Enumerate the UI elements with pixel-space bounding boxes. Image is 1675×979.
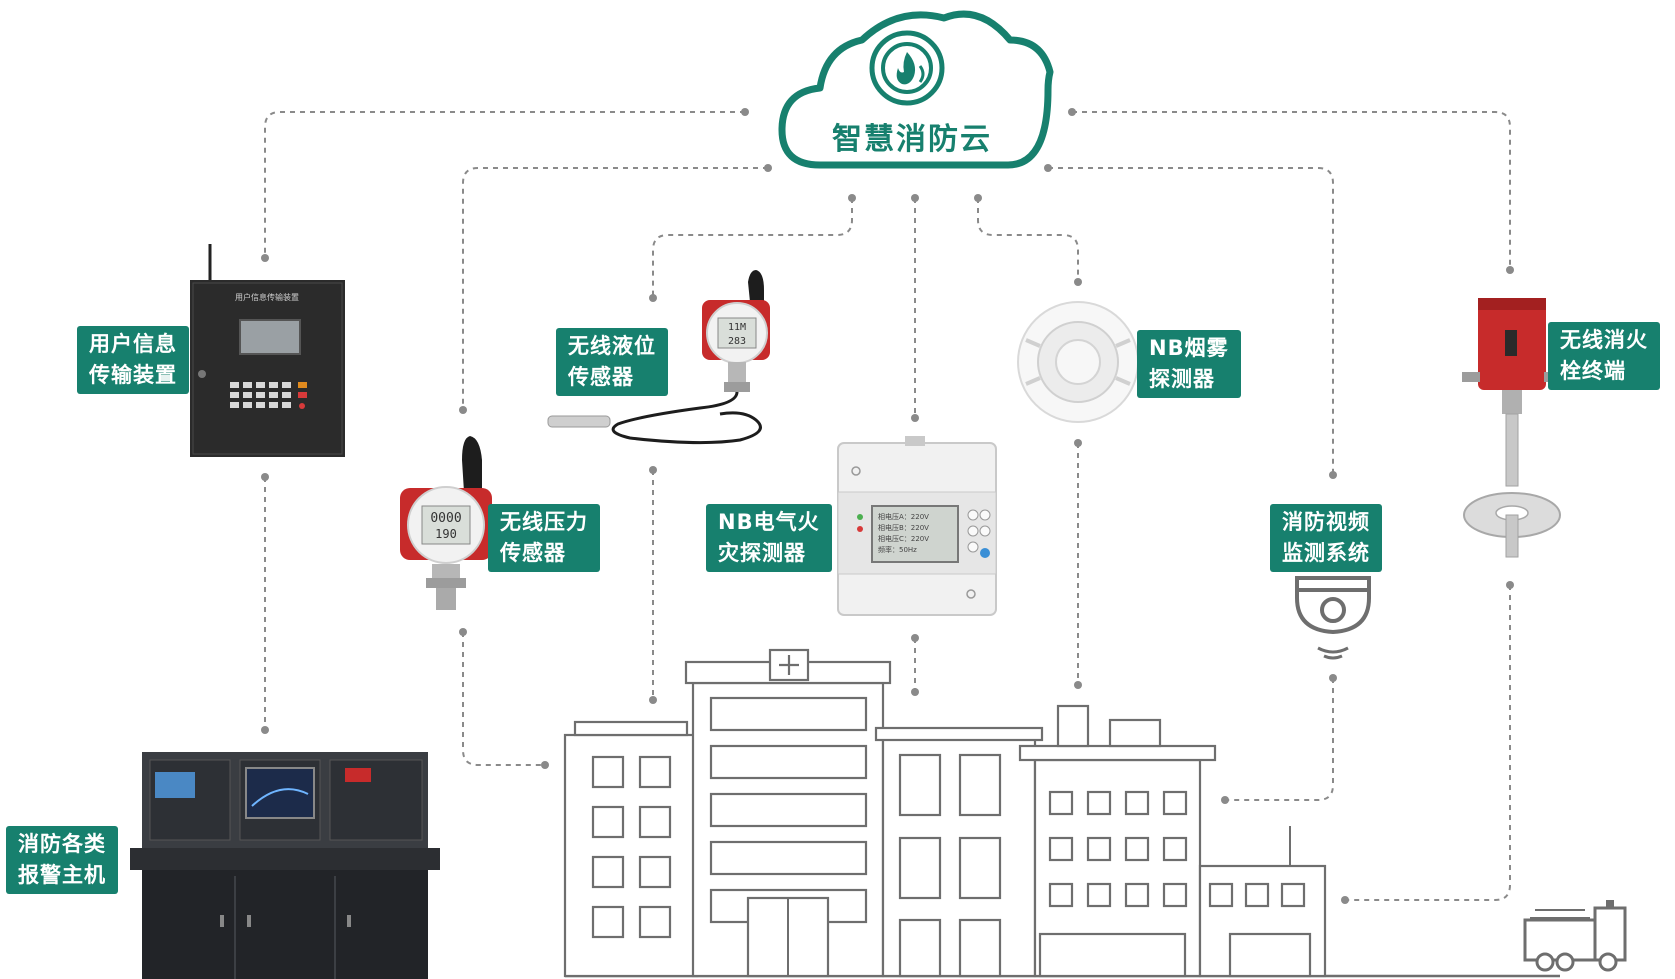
label-wireless-hydrant-terminal: 无线消火 栓终端 — [1548, 322, 1660, 390]
camera-icon — [1295, 576, 1371, 660]
building-windows — [1048, 790, 1188, 908]
cloud-title: 智慧消防云 — [832, 122, 992, 157]
connector-dots — [261, 108, 1514, 904]
label-wireless-pressure-sensor: 无线压力 传感器 — [488, 504, 600, 572]
fire-truck-icon — [1523, 900, 1627, 972]
meter-line-2: 相电压B：220V — [878, 523, 929, 532]
fire-alarm-console — [130, 752, 440, 979]
nb-smoke-detector — [1017, 301, 1139, 423]
smart-fire-cloud — [778, 10, 1054, 169]
meter-line-1: 相电压A：220V — [878, 512, 929, 521]
label-fire-video-monitoring: 消防视频 监测系统 — [1270, 504, 1382, 572]
panel-title: 用户信息传输装置 — [235, 292, 299, 302]
meter-line-3: 相电压C：220V — [878, 534, 929, 543]
level-gauge-bottom: 283 — [728, 336, 746, 347]
wireless-pressure-sensor — [400, 436, 492, 610]
user-info-transmission-device — [190, 244, 345, 457]
connector-lines — [264, 111, 1511, 901]
label-fire-alarm-host: 消防各类 报警主机 — [6, 826, 118, 894]
nb-electric-fire-detector — [837, 436, 997, 616]
label-nb-smoke-detector: NB烟雾 探测器 — [1137, 330, 1241, 398]
wireless-hydrant-terminal — [1462, 298, 1562, 558]
wireless-level-sensor — [547, 270, 770, 445]
label-nb-electric-fire-detector: NB电气火 灾探测器 — [706, 504, 832, 572]
building-outlines — [563, 648, 1560, 978]
pressure-gauge-top: 0000 — [430, 511, 461, 526]
fire-icon — [869, 30, 945, 106]
label-user-info-device: 用户信息 传输装置 — [77, 326, 189, 394]
level-gauge-top: 11M — [728, 322, 746, 333]
label-wireless-level-sensor: 无线液位 传感器 — [556, 328, 668, 396]
meter-line-4: 频率：50Hz — [878, 545, 917, 554]
pressure-gauge-bottom: 190 — [435, 527, 457, 541]
